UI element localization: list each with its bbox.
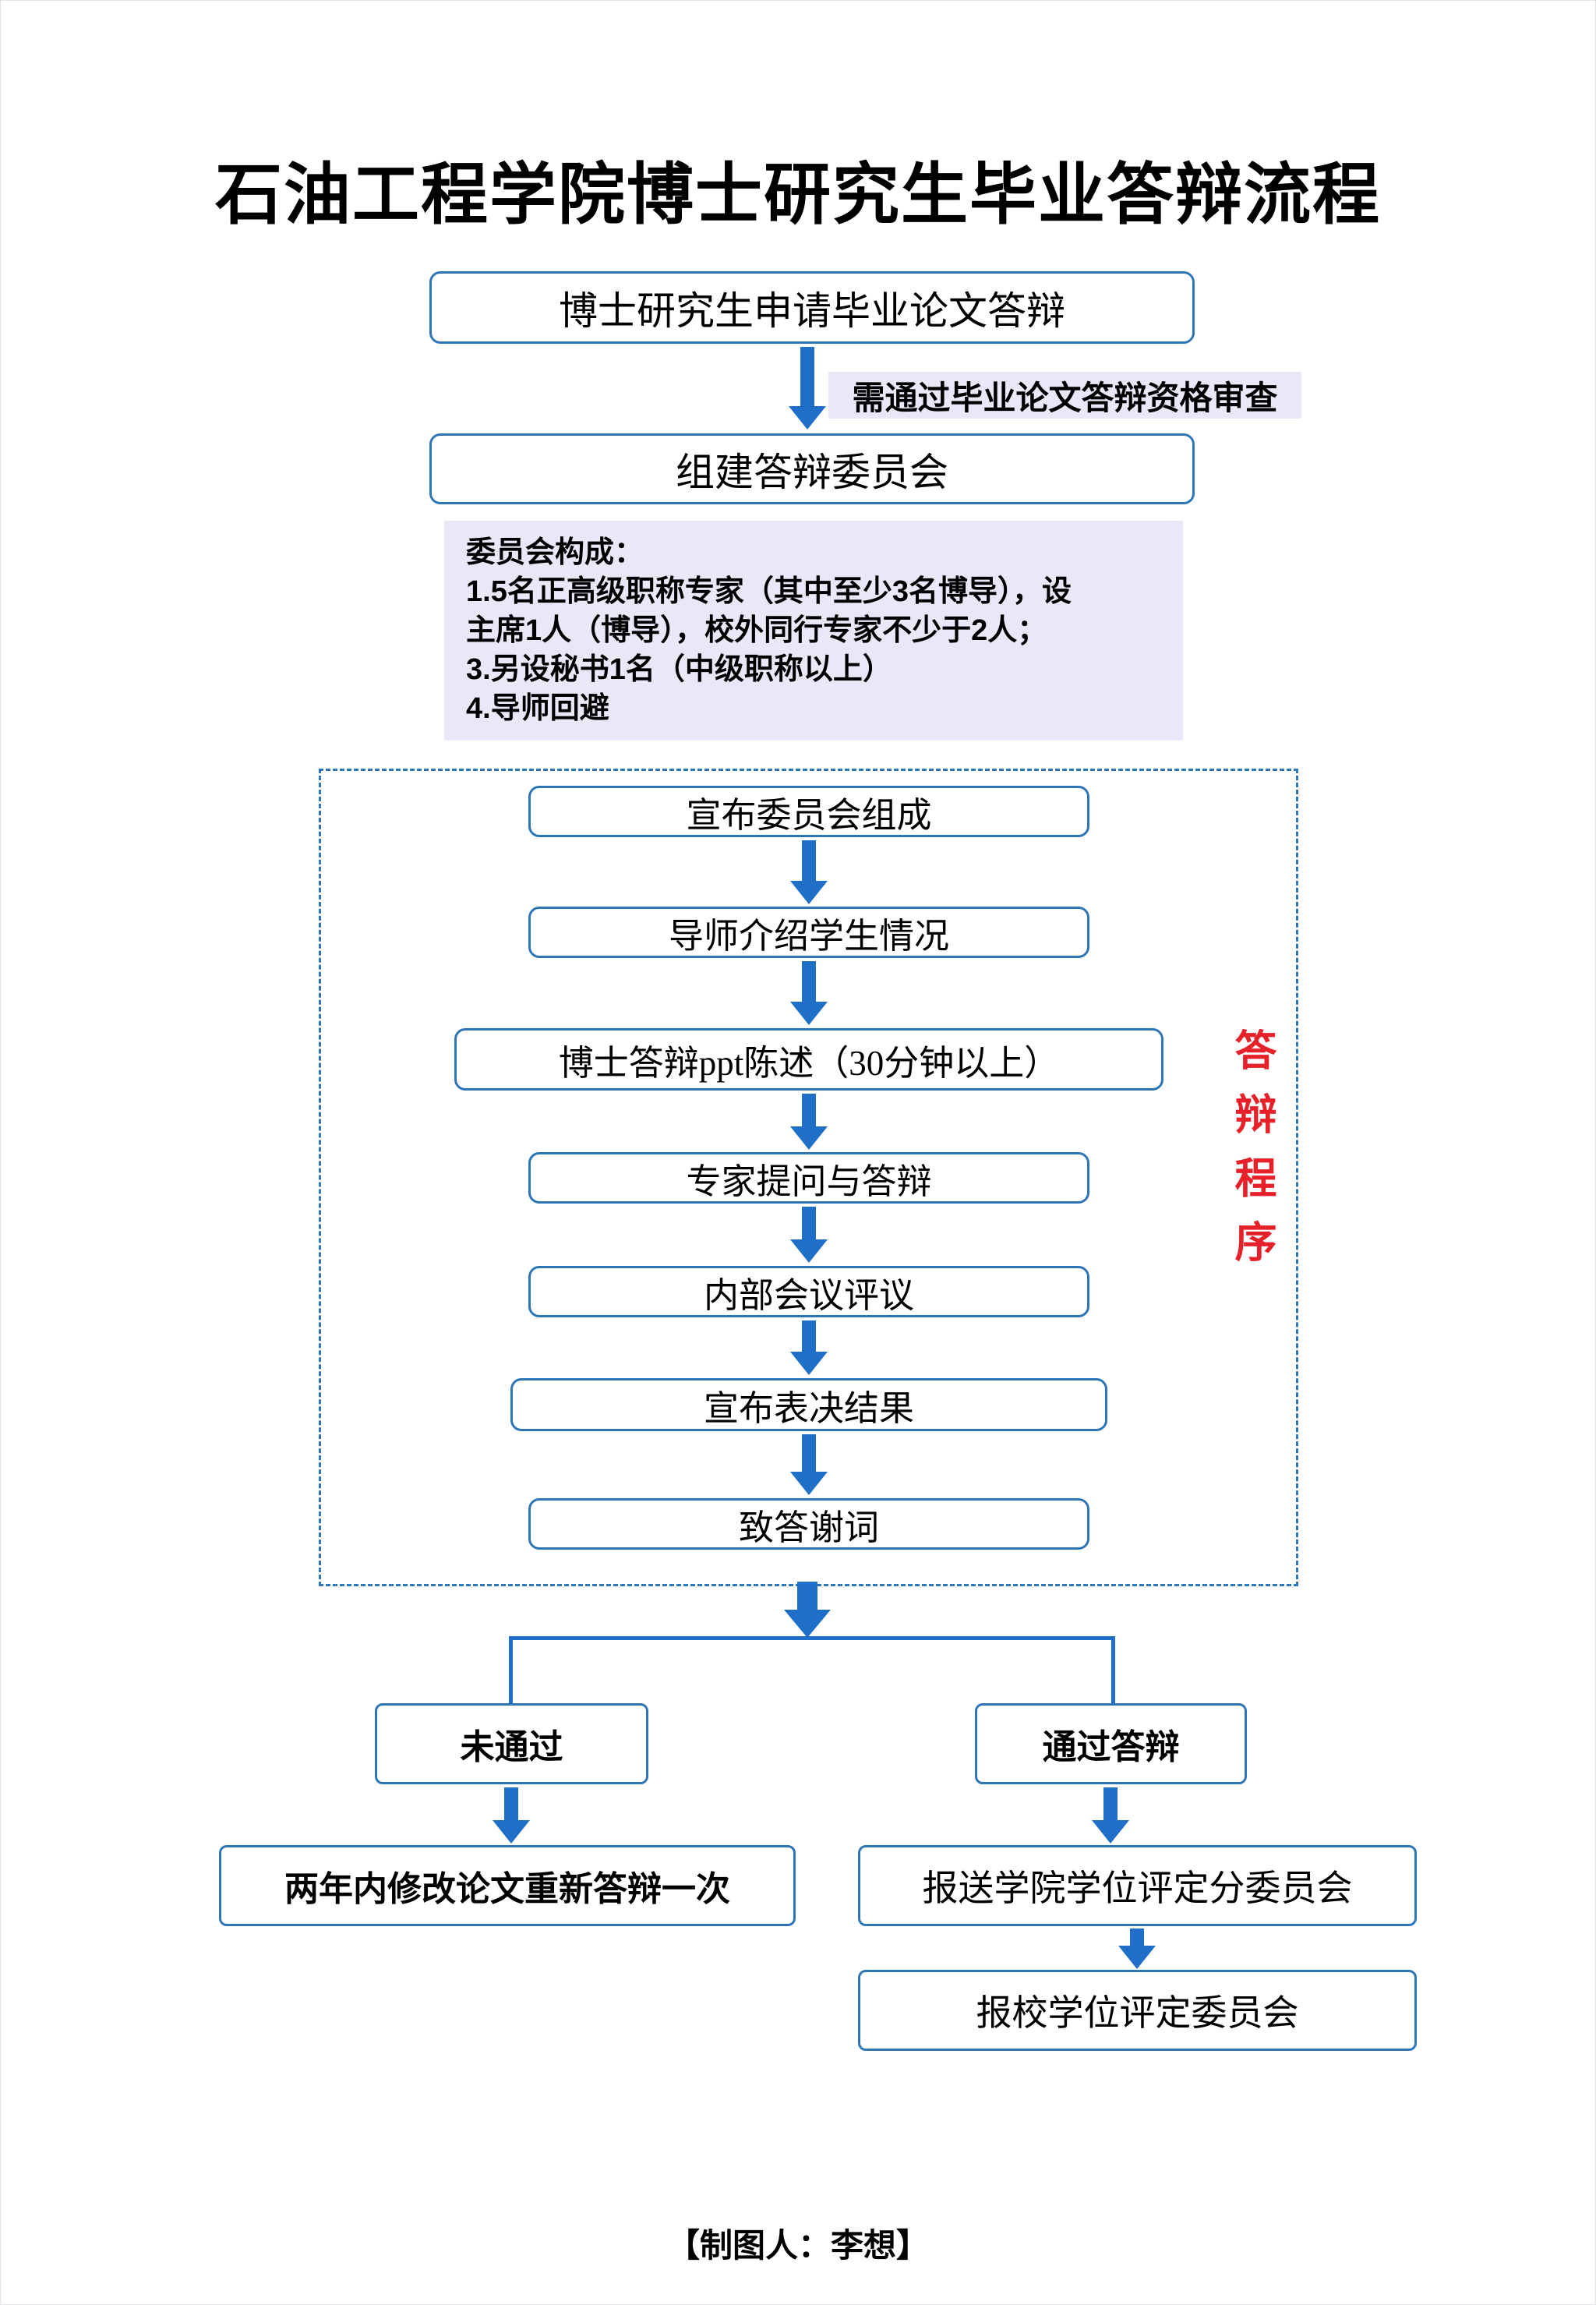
arrow-down-icon bbox=[1114, 1928, 1160, 1969]
arrow-down-icon bbox=[488, 1787, 535, 1844]
fail-outcome-box: 两年内修改论文重新答辩一次 bbox=[219, 1845, 796, 1926]
procedure-label: 答辩程序 bbox=[1228, 1028, 1275, 1284]
arrow-down-icon bbox=[786, 1094, 832, 1150]
step-thanks-speech: 致答谢词 bbox=[528, 1498, 1089, 1550]
step-advisor-introduction: 导师介绍学生情况 bbox=[528, 907, 1089, 958]
step-internal-review: 内部会议评议 bbox=[528, 1266, 1089, 1317]
step-expert-questions: 专家提问与答辩 bbox=[528, 1152, 1089, 1204]
eligibility-note: 需通过毕业论文答辩资格审查 bbox=[828, 372, 1301, 419]
note-line: 主席1人（博导），校外同行专家不少于2人； bbox=[466, 614, 1047, 647]
arrow-down-icon bbox=[786, 1207, 832, 1263]
flow-box-form-committee: 组建答辩委员会 bbox=[429, 433, 1195, 504]
step-announce-committee: 宣布委员会组成 bbox=[528, 786, 1089, 837]
author-credit: 【制图人：李想】 bbox=[666, 2227, 929, 2264]
page-title: 石油工程学院博士研究生毕业答辩流程 bbox=[215, 157, 1381, 232]
committee-composition-note: 委员会构成： 1.5名正高级职称专家（其中至少3名博导），设 主席1人（博导），… bbox=[444, 521, 1183, 741]
arrow-down-icon bbox=[784, 347, 831, 430]
branch-horizontal-line bbox=[509, 1636, 1115, 1640]
arrow-down-icon bbox=[786, 961, 832, 1025]
step-ppt-presentation: 博士答辩ppt陈述（30分钟以上） bbox=[454, 1028, 1163, 1091]
arrow-down-icon bbox=[786, 1434, 832, 1495]
arrow-down-icon bbox=[1087, 1787, 1134, 1844]
arrow-down-icon bbox=[786, 840, 832, 904]
note-line: 委员会构成： bbox=[466, 536, 644, 569]
flow-box-apply-defense: 博士研究生申请毕业论文答辩 bbox=[429, 271, 1195, 344]
branch-right-line bbox=[1111, 1636, 1115, 1705]
step-announce-vote-result: 宣布表决结果 bbox=[510, 1378, 1107, 1431]
note-line: 4.导师回避 bbox=[466, 692, 609, 725]
branch-pass-box: 通过答辩 bbox=[975, 1703, 1247, 1784]
pass-report-subcommittee-box: 报送学院学位评定分委员会 bbox=[858, 1845, 1417, 1926]
note-line: 3.另设秘书1名（中级职称以上） bbox=[466, 653, 892, 686]
arrow-down-icon bbox=[786, 1320, 832, 1375]
branch-fail-box: 未通过 bbox=[375, 1703, 648, 1784]
note-line: 1.5名正高级职称专家（其中至少3名博导），设 bbox=[466, 575, 1072, 608]
arrow-down-icon bbox=[784, 1582, 831, 1638]
branch-left-line bbox=[509, 1636, 513, 1705]
pass-report-university-box: 报校学位评定委员会 bbox=[858, 1970, 1417, 2051]
